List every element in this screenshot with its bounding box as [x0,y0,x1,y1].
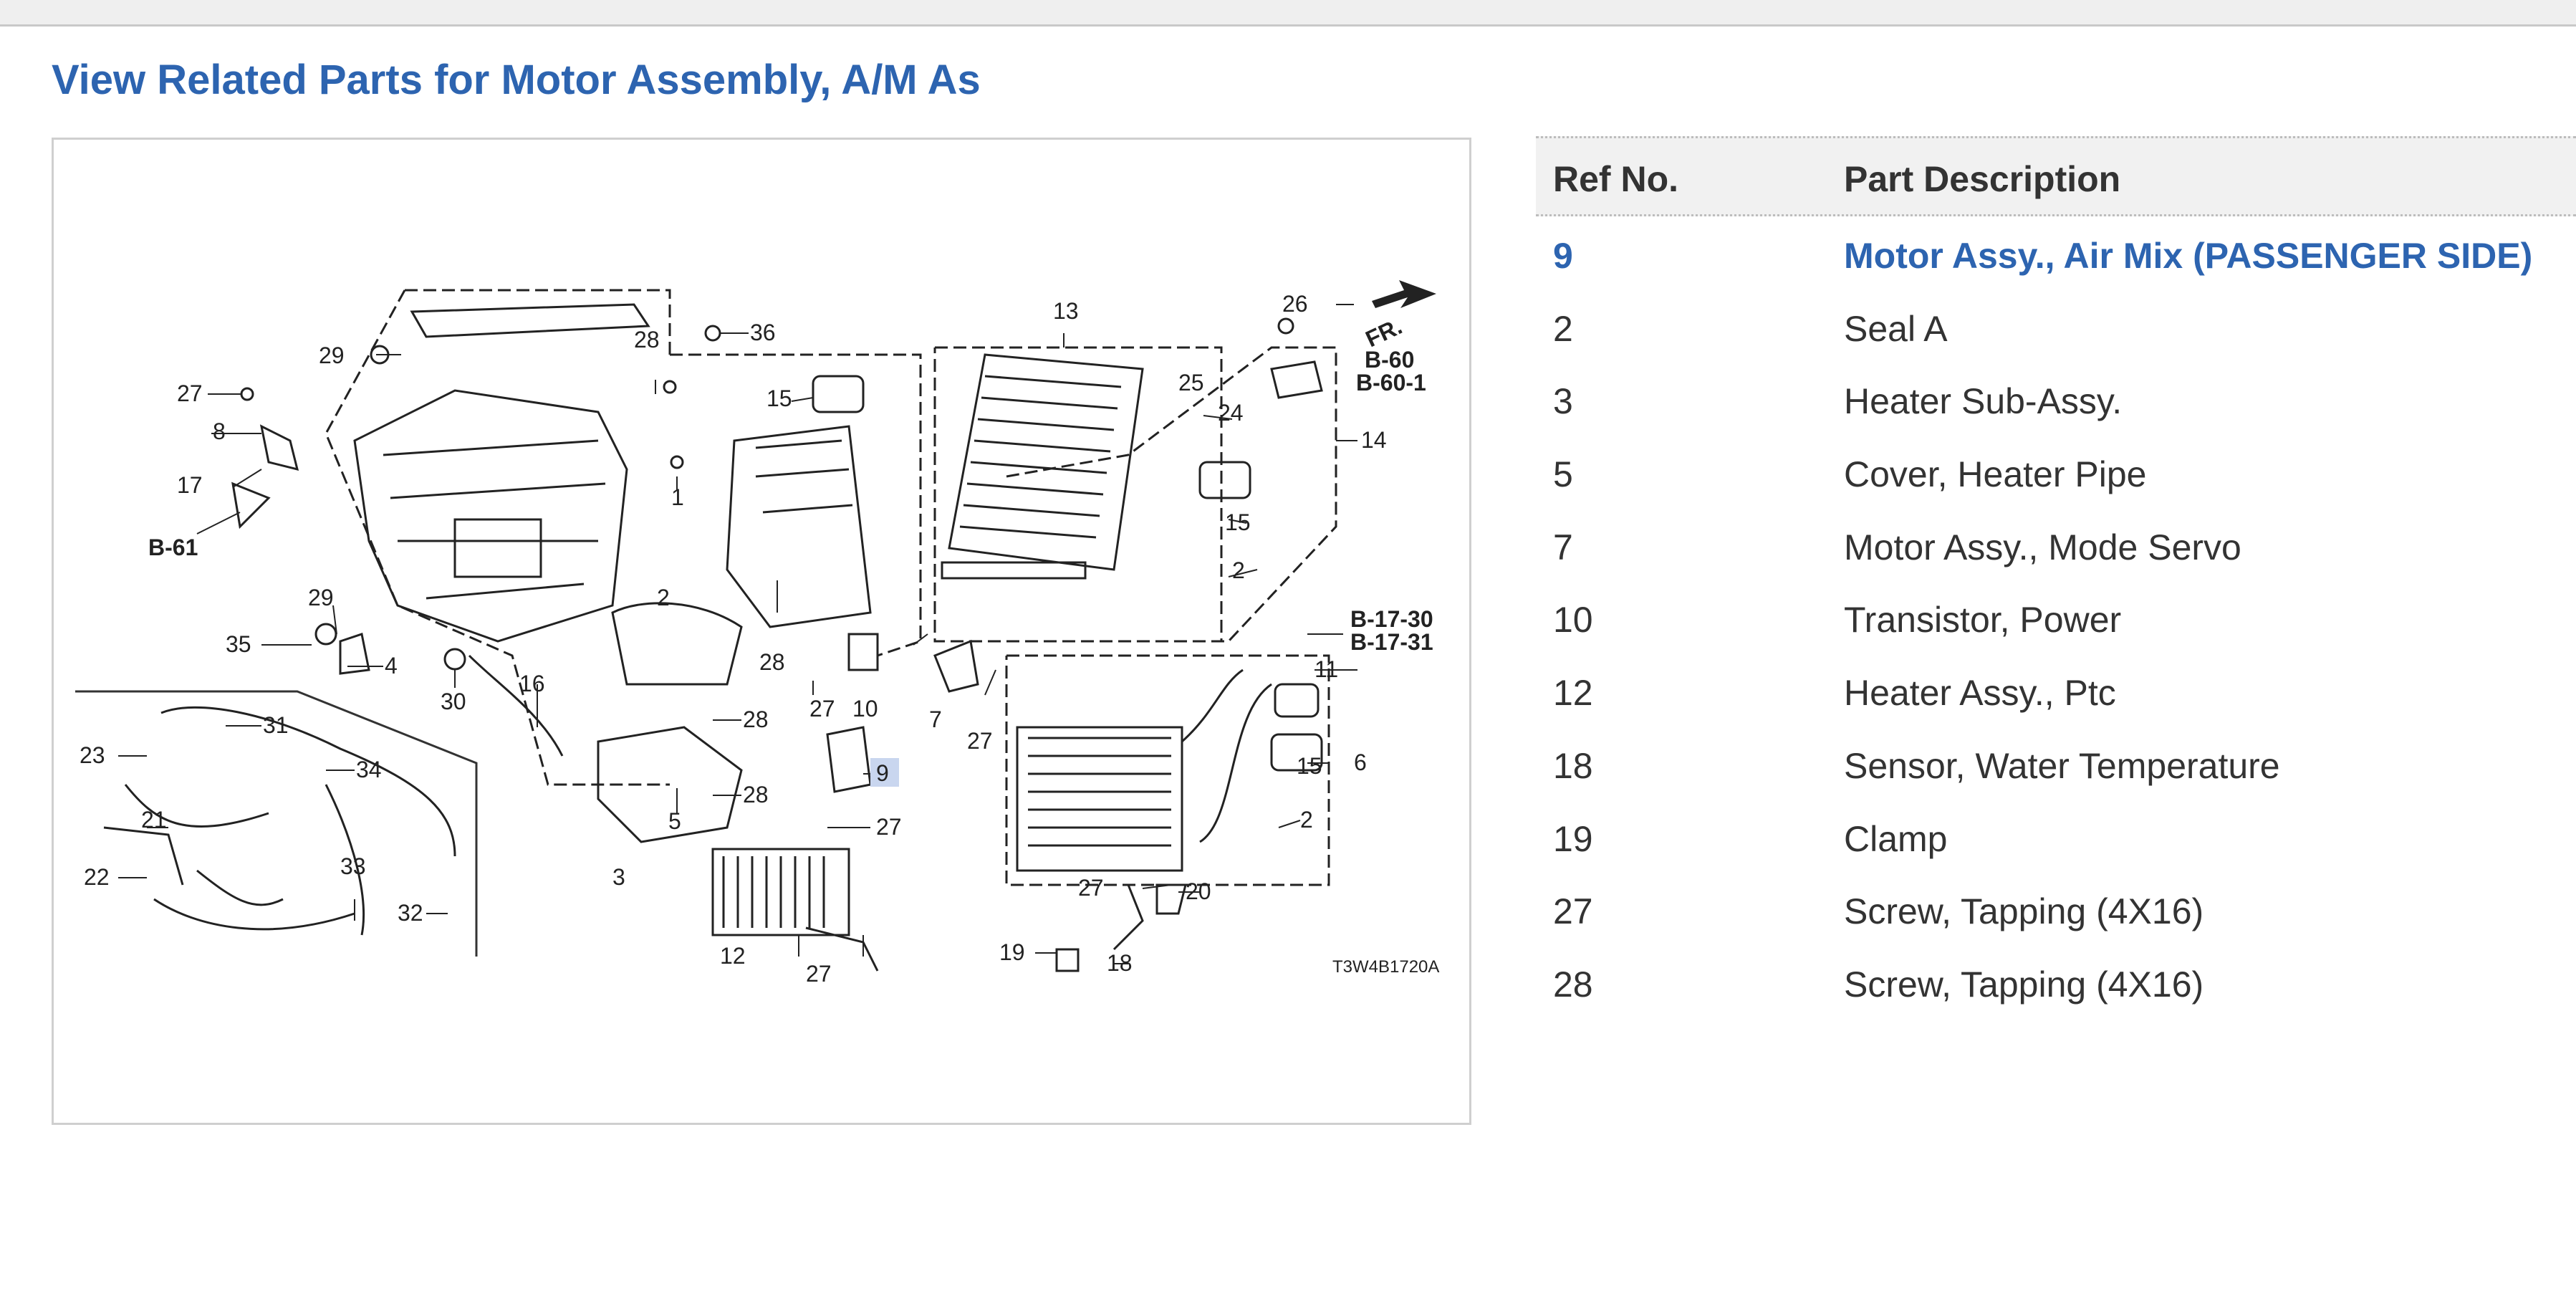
callout-label: 20 [1186,878,1211,904]
callout-label: 17 [177,472,203,498]
browser-top-strip [0,0,2576,27]
callout-label: 15 [1225,509,1251,535]
callout-label: 22 [84,864,110,890]
table-header: Ref No. Part Description [1536,136,2576,216]
callout-label: 8 [213,418,226,444]
callout-label: B-61 [148,535,198,560]
callout-label: 6 [1354,749,1367,775]
part-description-cell: Heater Assy., Ptc [1844,673,2116,714]
parts-table: Ref No. Part Description 9 Motor Assy., A… [1536,136,2576,1020]
callout-label: 35 [226,631,251,657]
callout-label: 19 [999,939,1025,965]
table-row[interactable]: 7 Motor Assy., Mode Servo [1536,509,2576,583]
callout-label: 27 [809,696,835,722]
ref-no-cell: 9 [1553,236,1573,276]
callout-label: 15 [1297,753,1322,779]
exploded-view-drawing: 27 8 17 B-61 29 28 36 15 13 26 FR. B-60 … [75,280,1439,987]
table-row[interactable]: 12 Heater Assy., Ptc [1536,655,2576,728]
table-row[interactable]: 28 Screw, Tapping (4X16) [1536,946,2576,1020]
callout-label: 23 [80,742,105,768]
ref-no-cell: 7 [1553,527,1573,567]
callout-label: 24 [1218,400,1244,426]
part-description-link[interactable]: Motor Assy., Air Mix (PASSENGER SIDE) [1844,236,2533,276]
callout-label: 28 [743,782,769,807]
callout-label: 34 [356,757,382,782]
part-description-cell: Clamp [1844,818,1948,859]
callout-label: B-60 [1365,347,1414,373]
ref-no-cell: 3 [1553,381,1573,422]
callout-label: 30 [441,689,466,714]
callout-label: 2 [657,585,670,610]
callout-label: 29 [308,585,334,610]
callout-label: 4 [385,653,398,679]
callout-label: 16 [519,671,545,696]
header-ref-no: Ref No. [1553,159,1678,199]
part-description-cell: Sensor, Water Temperature [1844,745,2280,786]
callout-label: 12 [720,943,746,969]
callout-label: 27 [967,728,993,754]
ref-no-cell: 19 [1553,818,1593,859]
table-row[interactable]: 2 Seal A [1536,291,2576,364]
callout-label: 14 [1361,427,1387,453]
page-title: View Related Parts for Motor Assembly, A… [52,57,981,103]
callout-label: 36 [750,320,776,345]
callout-label: 21 [141,807,167,833]
parts-diagram[interactable]: 27 8 17 B-61 29 28 36 15 13 26 FR. B-60 … [52,138,1471,1125]
callout-label: 33 [340,853,366,879]
table-row[interactable]: 27 Screw, Tapping (4X16) [1536,873,2576,946]
callout-label: 27 [1078,875,1104,901]
table-row[interactable]: 5 Cover, Heater Pipe [1536,436,2576,509]
ref-no-cell: 2 [1553,308,1573,349]
selected-callout-highlight [870,758,899,787]
callout-label: B-17-31 [1350,629,1433,655]
callout-label: 10 [852,696,878,722]
callout-label: 11 [1315,656,1338,682]
callout-label: 28 [759,649,785,675]
callout-label: 27 [876,814,902,840]
callout-label: 5 [668,808,681,834]
part-description-cell: Heater Sub-Assy. [1844,381,2123,422]
callout-label: 2 [1300,807,1313,833]
callout-label: B-17-30 [1350,606,1433,632]
callout-label: 7 [929,706,942,732]
table-row[interactable]: 10 Transistor, Power [1536,582,2576,655]
part-description-cell: Screw, Tapping (4X16) [1844,964,2204,1005]
callout-label: B-60-1 [1356,370,1426,396]
table-row[interactable]: 18 Sensor, Water Temperature [1536,728,2576,801]
part-description-cell: Motor Assy., Mode Servo [1844,527,2241,567]
callout-label: 18 [1107,950,1133,976]
callout-label: 27 [806,961,832,987]
callout-label: 13 [1053,298,1079,324]
callout-label: 2 [1232,557,1245,583]
callout-label: 3 [612,864,625,890]
ref-no-cell: 5 [1553,454,1573,495]
table-row[interactable]: 9 Motor Assy., Air Mix (PASSENGER SIDE) [1536,218,2576,291]
table-row[interactable]: 3 Heater Sub-Assy. [1536,363,2576,436]
callout-label: 1 [671,484,684,510]
part-description-cell: Seal A [1844,308,1948,349]
callout-label: 28 [743,706,769,732]
diagram-code: T3W4B1720A [1332,957,1439,977]
callout-label: 9 [876,760,889,786]
callout-label: 27 [177,380,203,406]
ref-no-cell: 12 [1553,673,1593,714]
ref-no-cell: 28 [1553,964,1593,1005]
ref-no-cell: 10 [1553,600,1593,641]
callout-label: 32 [398,900,423,926]
ref-no-cell: 18 [1553,745,1593,786]
ref-no-cell: 27 [1553,891,1593,932]
part-description-cell: Cover, Heater Pipe [1844,454,2147,495]
header-part-description: Part Description [1844,159,2121,199]
table-row[interactable]: 19 Clamp [1536,801,2576,874]
callout-label: 28 [634,327,660,353]
callout-label: 31 [263,712,289,738]
part-description-cell: Transistor, Power [1844,600,2122,641]
callout-label: 26 [1282,291,1308,317]
callout-label: 15 [766,385,792,411]
callout-labels: 27 8 17 B-61 29 28 36 15 13 26 FR. B-60 … [80,291,1433,987]
callout-label: 29 [319,342,345,368]
part-description-cell: Screw, Tapping (4X16) [1844,891,2204,932]
callout-label: 25 [1178,370,1204,396]
